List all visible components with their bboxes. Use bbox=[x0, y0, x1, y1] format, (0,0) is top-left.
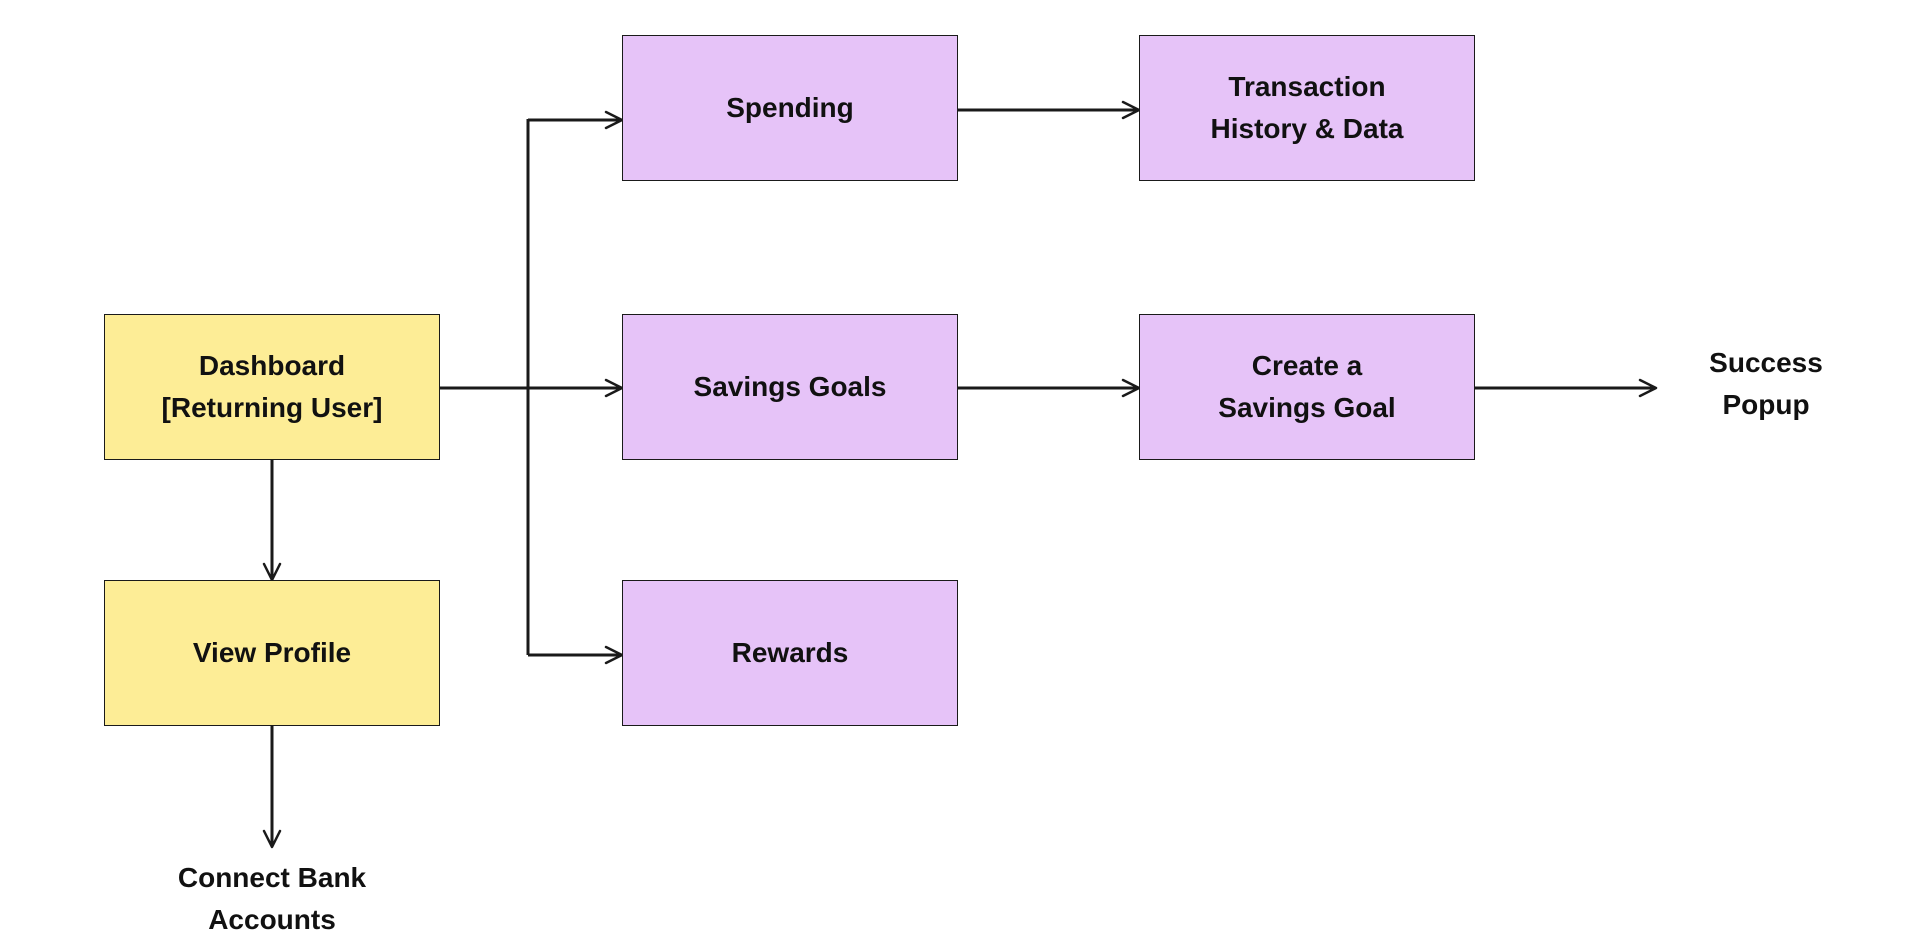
node-rewards[interactable]: Rewards bbox=[622, 580, 958, 726]
node-spending[interactable]: Spending bbox=[622, 35, 958, 181]
label-success-popup: Success Popup bbox=[1709, 347, 1823, 420]
node-spending-label: Spending bbox=[726, 92, 854, 123]
label-connect-bank-accounts: Connect Bank Accounts bbox=[177, 862, 367, 935]
node-create-savings-goal-label: Create a Savings Goal bbox=[1218, 350, 1396, 423]
node-dashboard[interactable]: Dashboard [Returning User] bbox=[104, 314, 440, 460]
node-dashboard-label: Dashboard [Returning User] bbox=[161, 350, 383, 423]
node-savings-goals[interactable]: Savings Goals bbox=[622, 314, 958, 460]
node-view-profile-label: View Profile bbox=[192, 637, 352, 668]
node-view-profile[interactable]: View Profile bbox=[104, 580, 440, 726]
node-savings-goals-label: Savings Goals bbox=[693, 371, 887, 402]
node-transaction-history-label: Transaction History & Data bbox=[1210, 71, 1404, 144]
node-rewards-label: Rewards bbox=[731, 637, 849, 668]
node-create-savings-goal[interactable]: Create a Savings Goal bbox=[1139, 314, 1475, 460]
node-transaction-history[interactable]: Transaction History & Data bbox=[1139, 35, 1475, 181]
